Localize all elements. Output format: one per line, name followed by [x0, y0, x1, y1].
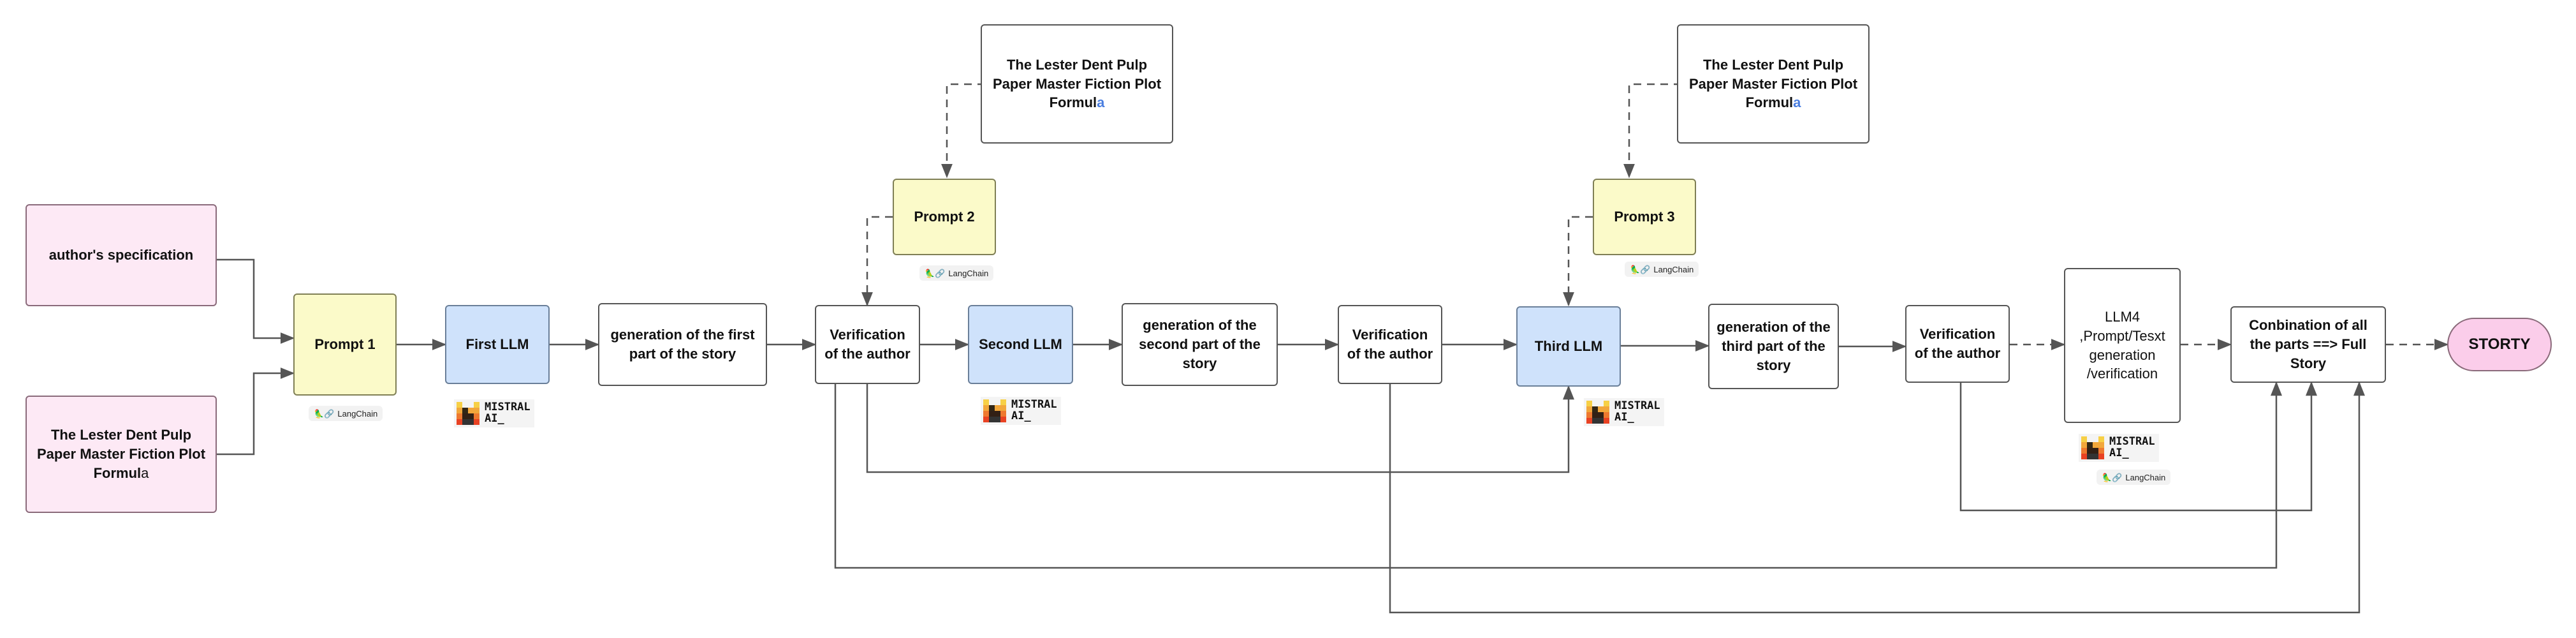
gen-third-part-node: generation of the third part of the stor… — [1708, 304, 1839, 389]
story-label: STORTY — [2468, 335, 2531, 353]
first-llm-label: First LLM — [465, 336, 529, 353]
prompt3-label: Prompt 3 — [1614, 209, 1675, 225]
third-llm-label: Third LLM — [1534, 338, 1603, 355]
lester-formula-b-label: The Lester Dent Pulp Paper Master Fictio… — [1688, 56, 1858, 111]
prompt1-node: Prompt 1 — [293, 293, 397, 396]
second-llm-node: Second LLM — [968, 305, 1073, 384]
third-llm-node: Third LLM — [1516, 306, 1621, 387]
langchain-badge-llm4: 🦜🔗 LangChain — [2097, 470, 2171, 485]
langchain-badge-prompt3: 🦜🔗 LangChain — [1625, 262, 1699, 277]
lester-plot-formula-node: The Lester Dent Pulp Paper Master Fictio… — [26, 396, 217, 513]
mistral-logo-icon — [983, 399, 1006, 422]
edge-prompt2-verify1 — [861, 216, 893, 307]
mistral-logo-icon — [457, 402, 479, 425]
lester-formula-a-label: The Lester Dent Pulp Paper Master Fictio… — [992, 56, 1162, 111]
lester-formula-a-node: The Lester Dent Pulp Paper Master Fictio… — [981, 24, 1173, 144]
edge-prompt3-thirdllm — [1563, 216, 1593, 307]
edge-verify2-combination-loop — [1389, 381, 2365, 614]
llm4-node: LLM4 ,Prompt/Tesxt generation /verificat… — [2064, 268, 2181, 423]
langchain-label: LangChain — [1653, 264, 1694, 274]
lester-label-suffix: a — [141, 464, 149, 481]
langchain-parrot-icon: 🦜🔗 — [925, 268, 946, 278]
edge-verify1-thirdllm-loop — [866, 384, 1574, 473]
prompt1-label: Prompt 1 — [314, 336, 376, 353]
mistral-logo-icon — [2081, 436, 2104, 459]
gen-third-part-label: generation of the third part of the stor… — [1716, 319, 1831, 373]
gen-first-part-label: generation of the first part of the stor… — [610, 327, 755, 362]
gen-second-part-node: generation of the second part of the sto… — [1122, 303, 1278, 386]
langchain-label: LangChain — [337, 408, 378, 419]
langchain-badge-prompt1: 🦜🔗 LangChain — [309, 406, 383, 421]
prompt3-node: Prompt 3 — [1593, 179, 1696, 255]
story-terminator-node: STORTY — [2447, 318, 2552, 371]
prompt2-node: Prompt 2 — [893, 179, 996, 255]
langchain-label: LangChain — [948, 268, 989, 278]
verify3-node: Verification of the author — [1905, 305, 2010, 383]
first-llm-node: First LLM — [445, 305, 550, 384]
prompt2-label: Prompt 2 — [914, 209, 975, 225]
mistral-logo-icon — [1586, 401, 1609, 424]
langchain-label: LangChain — [2125, 472, 2166, 482]
second-llm-label: Second LLM — [979, 336, 1062, 353]
author-spec-label: author's specification — [48, 247, 194, 263]
combination-node: Conbination of all the parts ==> Full St… — [2230, 306, 2386, 383]
gen-second-part-label: generation of the second part of the sto… — [1139, 317, 1261, 371]
verify1-label: Verification of the author — [824, 327, 911, 362]
edge-verify1-combination-loop — [834, 381, 2282, 569]
verify2-label: Verification of the author — [1347, 327, 1433, 362]
verify1-node: Verification of the author — [815, 305, 920, 384]
lester-formula-b-node: The Lester Dent Pulp Paper Master Fictio… — [1677, 24, 1870, 144]
author-spec-node: author's specification — [26, 204, 217, 306]
combination-label: Conbination of all the parts ==> Full St… — [2249, 317, 2367, 371]
langchain-parrot-icon: 🦜🔗 — [1630, 264, 1651, 274]
lester-label-main: The Lester Dent Pulp Paper Master Fictio… — [36, 427, 206, 481]
langchain-parrot-icon: 🦜🔗 — [2102, 472, 2123, 482]
verify2-node: Verification of the author — [1338, 305, 1442, 384]
edge-authorspec-prompt1 — [217, 258, 295, 344]
langchain-parrot-icon: 🦜🔗 — [314, 408, 335, 419]
llm4-label: LLM4 ,Prompt/Tesxt generation /verificat… — [2079, 309, 2165, 382]
langchain-badge-prompt2: 🦜🔗 LangChain — [919, 265, 994, 281]
verify3-label: Verification of the author — [1914, 326, 2001, 361]
gen-first-part-node: generation of the first part of the stor… — [598, 303, 767, 386]
edge-lester-prompt1 — [217, 367, 295, 456]
lester-plot-formula-label: The Lester Dent Pulp Paper Master Fictio… — [33, 426, 209, 482]
edge-verify3-combination-loop — [1959, 381, 2317, 512]
